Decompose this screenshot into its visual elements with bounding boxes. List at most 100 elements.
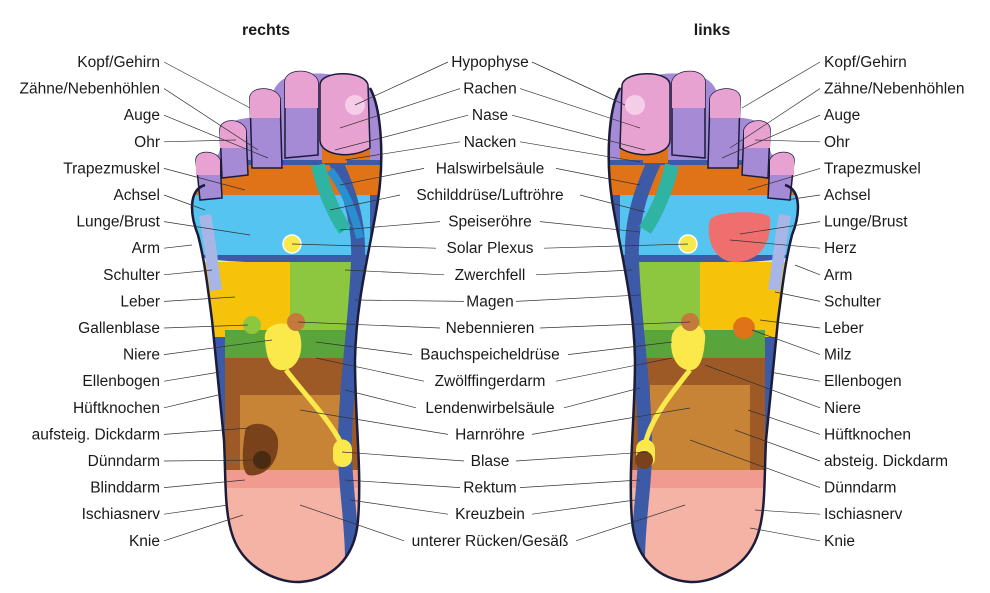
leader-center-left-foot-13 bbox=[563, 387, 641, 409]
label-left-foot-right-6: Lunge/Brust bbox=[824, 214, 908, 231]
leader-right-foot-left-8 bbox=[163, 269, 213, 276]
label-center-1: Rachen bbox=[463, 81, 516, 98]
label-right-foot-left-8: Schulter bbox=[103, 267, 160, 284]
leader-left-foot-right-17 bbox=[754, 509, 821, 515]
label-right-foot-left-1: Zähne/Nebenhöhlen bbox=[20, 81, 160, 98]
leader-center-left-foot-16 bbox=[519, 479, 641, 488]
label-left-foot-right-16: Dünndarm bbox=[824, 480, 896, 497]
label-left-foot-right-0: Kopf/Gehirn bbox=[824, 54, 907, 71]
leader-left-foot-right-16 bbox=[689, 439, 821, 488]
leader-right-foot-left-18 bbox=[163, 514, 244, 542]
leader-right-foot-left-0 bbox=[163, 61, 251, 109]
label-left-foot-right-8: Arm bbox=[824, 267, 852, 284]
label-right-foot-left-12: Ellenbogen bbox=[82, 373, 160, 390]
right-foot bbox=[190, 70, 383, 584]
leader-center-right-foot-11 bbox=[315, 341, 413, 355]
leader-right-foot-left-2 bbox=[163, 114, 269, 159]
leader-left-foot-right-0 bbox=[741, 61, 821, 109]
leader-center-right-foot-14 bbox=[299, 409, 449, 435]
leader-right-foot-left-1 bbox=[163, 88, 259, 151]
label-center-13: Lendenwirbelsäule bbox=[425, 400, 554, 417]
label-right-foot-left-3: Ohr bbox=[134, 134, 160, 151]
leader-right-foot-left-3 bbox=[163, 139, 237, 143]
label-left-foot-right-18: Knie bbox=[824, 533, 855, 550]
header-rechts: rechts bbox=[242, 22, 290, 39]
leader-center-left-foot-15 bbox=[515, 451, 649, 462]
leader-center-right-foot-9 bbox=[354, 299, 465, 302]
leader-center-right-foot-3 bbox=[344, 141, 461, 161]
leader-left-foot-right-9 bbox=[774, 291, 821, 302]
label-center-11: Bauchspeicheldrüse bbox=[420, 347, 560, 364]
label-left-foot-right-15: absteig. Dickdarm bbox=[824, 453, 948, 470]
leader-left-foot-right-3 bbox=[754, 139, 821, 143]
label-right-foot-left-4: Trapezmuskel bbox=[63, 160, 160, 177]
leader-center-right-foot-16 bbox=[344, 479, 461, 488]
leader-left-foot-right-18 bbox=[749, 527, 821, 542]
label-left-foot-right-1: Zähne/Nebenhöhlen bbox=[824, 81, 964, 98]
label-left-foot-right-10: Leber bbox=[824, 320, 864, 337]
label-center-18: unterer Rücken/Gesäß bbox=[412, 533, 569, 550]
leader-center-left-foot-3 bbox=[519, 141, 641, 163]
leader-left-foot-right-7 bbox=[729, 239, 821, 249]
labels: Kopf/GehirnZähne/NebenhöhlenAugeOhrTrape… bbox=[20, 54, 965, 550]
leader-center-left-foot-5 bbox=[579, 194, 646, 213]
leader-left-foot-right-5 bbox=[785, 194, 821, 201]
leader-left-foot-right-2 bbox=[721, 114, 821, 159]
label-right-foot-left-6: Lunge/Brust bbox=[76, 214, 160, 231]
leader-center-left-foot-10 bbox=[539, 321, 691, 329]
leader-center-right-foot-5 bbox=[329, 194, 401, 211]
label-left-foot-right-14: Hüftknochen bbox=[824, 426, 911, 443]
leader-right-foot-left-6 bbox=[163, 221, 251, 236]
leader-center-right-foot-15 bbox=[341, 451, 465, 462]
leader-right-foot-left-16 bbox=[163, 479, 246, 488]
label-right-foot-left-16: Blinddarm bbox=[90, 480, 160, 497]
label-right-foot-left-5: Achsel bbox=[113, 187, 160, 204]
label-left-foot-right-17: Ischiasnerv bbox=[824, 506, 903, 523]
label-right-foot-left-0: Kopf/Gehirn bbox=[77, 54, 160, 71]
label-left-foot-right-9: Schulter bbox=[824, 293, 881, 310]
label-left-foot-right-11: Milz bbox=[824, 347, 852, 364]
label-left-foot-right-13: Niere bbox=[824, 400, 861, 417]
leader-right-foot-left-15 bbox=[163, 459, 263, 462]
left-foot bbox=[607, 70, 800, 584]
leader-center-left-foot-2 bbox=[511, 114, 646, 151]
leader-center-right-foot-7 bbox=[291, 243, 437, 249]
leader-right-foot-left-14 bbox=[163, 427, 251, 435]
leader-center-left-foot-14 bbox=[531, 407, 691, 435]
label-right-foot-left-9: Leber bbox=[120, 293, 160, 310]
leader-left-foot-right-11 bbox=[751, 329, 821, 355]
label-center-9: Magen bbox=[466, 293, 513, 310]
leader-left-foot-right-13 bbox=[704, 364, 821, 409]
label-center-6: Speiseröhre bbox=[448, 214, 532, 231]
leader-center-left-foot-0 bbox=[531, 61, 626, 106]
leader-right-foot-left-11 bbox=[163, 339, 273, 355]
leader-left-foot-right-8 bbox=[794, 264, 821, 276]
leader-left-foot-right-4 bbox=[747, 168, 821, 191]
label-center-8: Zwerchfell bbox=[455, 267, 526, 284]
leader-center-left-foot-1 bbox=[519, 88, 641, 129]
leader-right-foot-left-17 bbox=[163, 504, 229, 515]
label-right-foot-left-14: aufsteig. Dickdarm bbox=[32, 426, 160, 443]
label-center-16: Rektum bbox=[463, 480, 516, 497]
leader-center-left-foot-11 bbox=[567, 341, 673, 355]
leader-center-right-foot-6 bbox=[339, 221, 441, 231]
label-right-foot-left-2: Auge bbox=[124, 107, 160, 124]
label-center-5: Schilddrüse/Luftröhre bbox=[416, 187, 563, 204]
leader-center-left-foot-9 bbox=[515, 294, 641, 302]
leader-center-right-foot-2 bbox=[334, 114, 469, 151]
label-center-12: Zwölffingerdarm bbox=[435, 373, 546, 390]
leader-left-foot-right-12 bbox=[769, 371, 821, 382]
leader-left-foot-right-14 bbox=[747, 409, 821, 435]
leader-center-left-foot-17 bbox=[531, 499, 636, 515]
leader-center-left-foot-6 bbox=[539, 221, 641, 233]
leader-right-foot-left-7 bbox=[163, 244, 193, 249]
label-center-4: Halswirbelsäule bbox=[436, 160, 545, 177]
leader-center-right-foot-10 bbox=[297, 321, 441, 329]
label-right-foot-left-15: Dünndarm bbox=[88, 453, 160, 470]
leader-center-left-foot-8 bbox=[535, 269, 633, 276]
leader-left-foot-right-10 bbox=[759, 319, 821, 329]
leader-left-foot-right-15 bbox=[734, 429, 821, 462]
leader-center-right-foot-13 bbox=[344, 389, 417, 409]
label-center-3: Nacken bbox=[464, 134, 517, 151]
